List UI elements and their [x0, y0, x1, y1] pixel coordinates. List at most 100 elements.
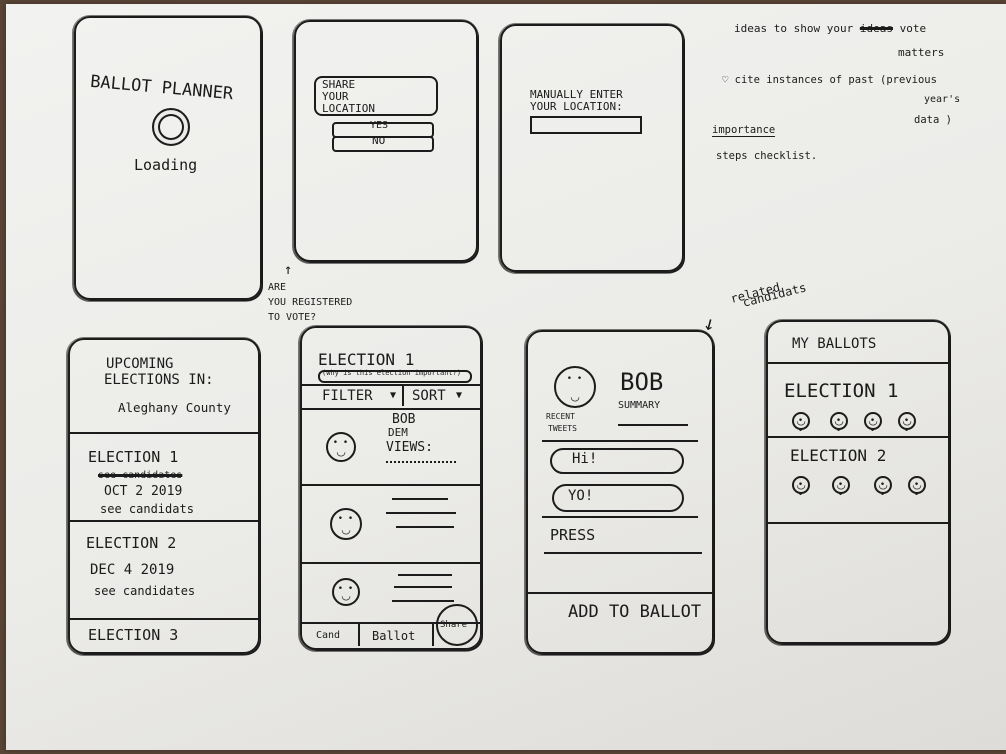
election-1-see-candidates[interactable]: see candidats: [100, 502, 194, 516]
upcoming-header-2: ELECTIONS IN:: [104, 372, 214, 388]
text-line: [396, 526, 454, 528]
divider: [528, 592, 712, 594]
notes-bullet-3: steps checklist.: [716, 150, 818, 162]
yes-button-label: YES: [370, 120, 389, 131]
candidate-avatar: [330, 508, 362, 540]
share-prompt-line3: LOCATION: [322, 102, 375, 115]
text-line: [394, 586, 452, 588]
manual-label-2: YOUR LOCATION:: [530, 100, 623, 113]
manual-label-1: MANUALLY ENTER: [530, 88, 623, 101]
press-section-label: PRESS: [550, 526, 596, 544]
add-to-ballot-button[interactable]: ADD TO BALLOT: [568, 602, 702, 622]
tab-candidates[interactable]: Cand: [316, 630, 341, 641]
why-important-text: (why is this election important?): [322, 369, 462, 377]
loading-spinner-icon: [152, 108, 190, 146]
election-1-date: OCT 2 2019: [104, 484, 183, 499]
divider: [302, 484, 480, 486]
my-ballots-header: MY BALLOTS: [792, 336, 877, 352]
divider: [432, 622, 434, 646]
notes-bullet-1c: data ): [914, 114, 952, 126]
divider: [768, 436, 948, 438]
county-name: Aleghany County: [118, 400, 231, 415]
notes-bullet-2: importance: [712, 124, 776, 137]
note-registered-3: TO VOTE?: [268, 312, 317, 323]
notes-title-text: ideas to show your: [734, 22, 854, 35]
share-prompt-line2: YOUR: [322, 90, 349, 103]
election-title: ELECTION 1: [318, 350, 415, 369]
share-button-circle[interactable]: [436, 604, 478, 646]
location-input[interactable]: [530, 116, 642, 134]
why-important-link[interactable]: [318, 370, 472, 383]
candidate-name[interactable]: BOB: [392, 412, 416, 427]
text-line: [392, 600, 454, 602]
divider: [70, 432, 258, 434]
candidate-party: DEM: [388, 426, 408, 439]
candidate-views: VIEWS:: [386, 440, 433, 455]
no-button[interactable]: [332, 136, 434, 152]
sort-button[interactable]: SORT: [412, 388, 446, 404]
ballot-candidate-avatar: [874, 476, 892, 500]
share-prompt-line1: SHARE: [322, 78, 356, 91]
ballot-candidate-avatar: [830, 412, 848, 436]
text-line: [398, 574, 452, 576]
notes-title-strike: ideas: [859, 22, 893, 35]
election-1-title[interactable]: ELECTION 1: [88, 448, 179, 466]
note-registered-2: YOU REGISTERED: [268, 297, 353, 308]
summary-underline: [618, 424, 688, 426]
divider: [544, 552, 702, 554]
divider: [542, 440, 698, 442]
candidate-summary-link[interactable]: SUMMARY: [618, 400, 661, 411]
divider: [70, 618, 258, 620]
tweet-bubble[interactable]: [550, 448, 684, 474]
sort-chevron-icon: ▼: [456, 390, 463, 401]
upcoming-header-1: UPCOMING: [106, 356, 174, 372]
screen-loading: BALLOT PLANNER Loading: [72, 15, 263, 302]
share-location-prompt: [314, 76, 438, 116]
filter-chevron-icon: ▼: [390, 390, 397, 401]
ballot-election-1[interactable]: ELECTION 1: [784, 380, 899, 402]
divider: [302, 562, 480, 564]
election-2-see-candidates[interactable]: see candidates: [94, 584, 196, 598]
recent-tweets-label-1: RECENT: [546, 412, 575, 421]
views-squiggle: [386, 456, 456, 463]
candidate-avatar-large: [554, 366, 596, 408]
divider: [302, 622, 480, 624]
screen-share-location: SHARE YOUR LOCATION YES NO: [292, 19, 479, 264]
candidate-detail-name: BOB: [620, 368, 664, 396]
tweet-bubble[interactable]: [552, 484, 684, 512]
ballot-election-2[interactable]: ELECTION 2: [790, 446, 887, 465]
ballot-candidate-avatar: [898, 412, 916, 436]
notes-title: ideas to show your ideas vote: [734, 22, 926, 35]
tweet-text: Hi!: [572, 451, 598, 467]
screen-election-candidates: ELECTION 1 (why is this election importa…: [298, 325, 483, 652]
candidate-avatar: [326, 432, 356, 462]
screen-candidate-detail: BOB SUMMARY RECENT TWEETS Hi! YO! PRESS …: [524, 329, 715, 656]
tab-ballot[interactable]: Ballot: [372, 629, 416, 643]
filter-button[interactable]: FILTER: [322, 388, 373, 404]
screen-my-ballots: MY BALLOTS ELECTION 1 ELECTION 2: [764, 319, 951, 646]
notes-title-line2: matters: [898, 46, 945, 59]
ballot-candidate-avatar: [792, 476, 810, 500]
divider: [402, 386, 404, 406]
app-title: BALLOT PLANNER: [89, 71, 234, 105]
divider: [302, 408, 480, 410]
election-3-title[interactable]: ELECTION 3: [88, 626, 179, 644]
screen-manual-location: MANUALLY ENTER YOUR LOCATION:: [498, 23, 685, 274]
tweet-text: YO!: [568, 488, 594, 504]
tab-share[interactable]: Share: [440, 620, 468, 630]
notes-bullet-1b: year's: [924, 94, 961, 105]
notes-bullet-1: ♡ cite instances of past (previous: [722, 74, 937, 86]
divider: [302, 384, 480, 386]
notes-title-tail: vote: [899, 22, 927, 35]
ballot-candidate-avatar: [792, 412, 810, 436]
ballot-candidate-avatar: [832, 476, 850, 500]
divider: [542, 516, 698, 518]
sketch-paper: ideas to show your ideas vote matters ♡ …: [6, 4, 1006, 750]
election-2-title[interactable]: ELECTION 2: [86, 534, 177, 552]
divider: [70, 520, 258, 522]
note-registered-1: ARE: [268, 282, 287, 293]
divider: [358, 622, 360, 646]
divider: [768, 522, 948, 524]
divider: [768, 362, 948, 364]
election-1-strike: see candidates: [98, 470, 183, 481]
